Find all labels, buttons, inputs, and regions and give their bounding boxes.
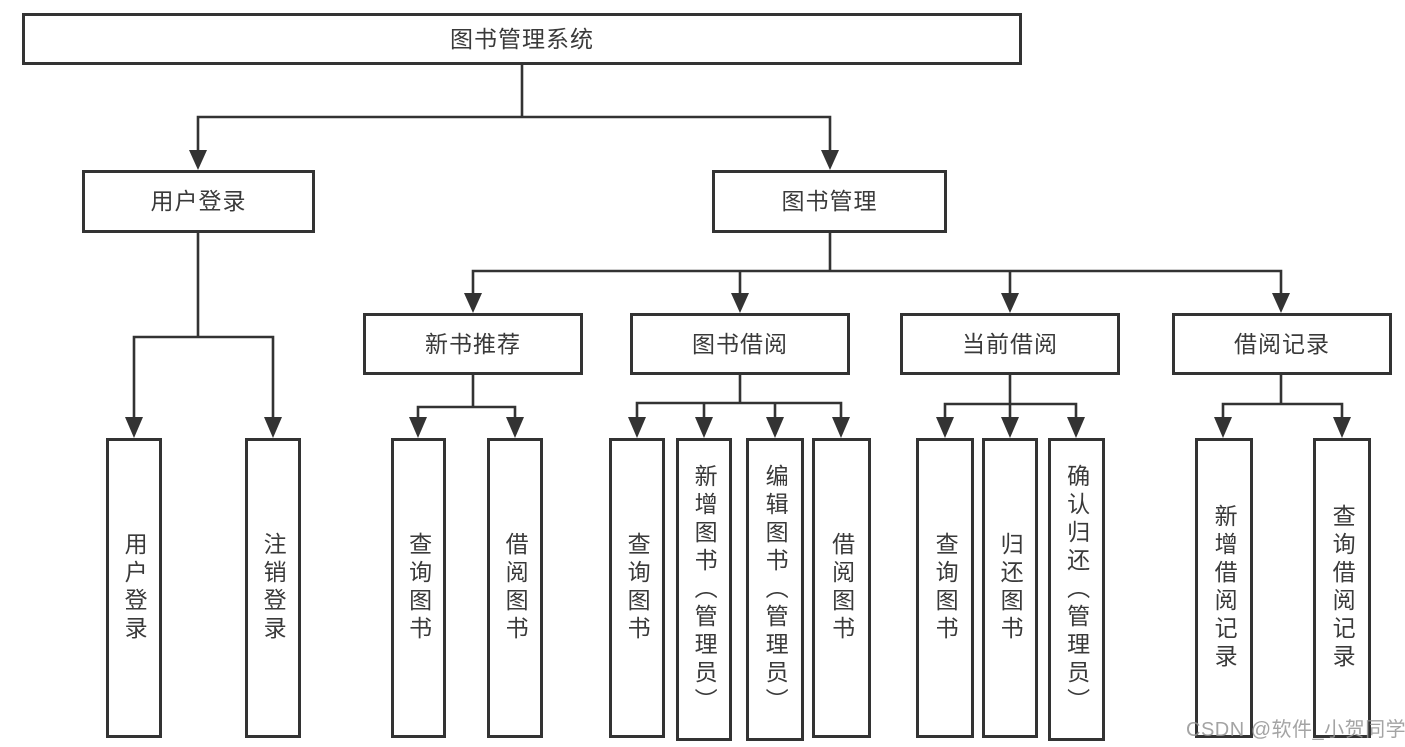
node-new-book-recommend: 新书推荐: [363, 313, 583, 375]
connector-root-rail: [196, 115, 832, 160]
node-label: 图书管理: [781, 188, 878, 214]
arrowhead: [506, 417, 524, 438]
node-label: 新增图书（管理员）: [691, 463, 718, 716]
node-label: 确认归还（管理员）: [1063, 463, 1090, 716]
node-label: 当前借阅: [962, 330, 1058, 357]
arrowhead: [1001, 293, 1019, 313]
leaf-edit-book-admin: 编辑图书（管理员）: [746, 438, 804, 741]
node-label: 编辑图书（管理员）: [762, 463, 789, 716]
leaf-query-books-3: 查询图书: [916, 438, 974, 738]
arrowhead: [628, 417, 646, 438]
arrowhead: [1333, 417, 1351, 438]
node-label: 归还图书: [997, 532, 1024, 644]
connector-userlogin-rail: [132, 335, 275, 428]
node-label: 借阅图书: [828, 532, 855, 644]
leaf-confirm-return-admin: 确认归还（管理员）: [1048, 438, 1105, 741]
node-label: 借阅图书: [502, 532, 529, 644]
arrowhead: [409, 417, 427, 438]
node-label: 注销登录: [260, 532, 287, 644]
node-label: 新增借阅记录: [1211, 504, 1238, 672]
leaf-borrow-books-2: 借阅图书: [812, 438, 871, 738]
leaf-query-borrow-record: 查询借阅记录: [1313, 438, 1371, 738]
arrowhead: [1272, 293, 1290, 313]
node-label: 用户登录: [150, 188, 247, 214]
arrowhead: [1001, 417, 1019, 438]
arrowhead: [1214, 417, 1232, 438]
connector-record-rail: [1221, 402, 1344, 428]
node-label: 图书管理系统: [450, 25, 594, 52]
connector-borrow-rail: [635, 401, 843, 428]
leaf-logout: 注销登录: [245, 438, 301, 738]
arrowhead: [695, 417, 713, 438]
connector-newbook-rail: [416, 405, 517, 428]
node-label: 查询图书: [932, 532, 959, 644]
leaf-return-books: 归还图书: [982, 438, 1038, 738]
arrowhead: [936, 417, 954, 438]
leaf-user-login: 用户登录: [106, 438, 162, 738]
arrowhead: [125, 417, 143, 438]
node-label: 查询图书: [405, 532, 432, 644]
node-root-system: 图书管理系统: [22, 13, 1022, 65]
node-label: 借阅记录: [1234, 330, 1330, 357]
node-label: 图书借阅: [692, 330, 788, 357]
leaf-query-books-2: 查询图书: [609, 438, 665, 738]
arrowhead: [189, 150, 207, 170]
node-book-borrowing: 图书借阅: [630, 313, 850, 375]
arrowhead: [1067, 417, 1085, 438]
connector-current-rail: [943, 402, 1078, 428]
leaf-query-books-1: 查询图书: [391, 438, 446, 738]
arrowhead: [731, 293, 749, 313]
node-label: 查询借阅记录: [1329, 504, 1356, 672]
node-label: 用户登录: [121, 532, 148, 644]
node-label: 查询图书: [624, 532, 651, 644]
arrowhead: [264, 417, 282, 438]
arrowhead: [766, 417, 784, 438]
arrowhead: [821, 150, 839, 170]
arrowhead: [464, 293, 482, 313]
node-current-borrowing: 当前借阅: [900, 313, 1120, 375]
node-book-management: 图书管理: [712, 170, 947, 233]
csdn-watermark: CSDN @软件_小贺同学: [1186, 719, 1405, 741]
node-user-login: 用户登录: [82, 170, 315, 233]
leaf-add-book-admin: 新增图书（管理员）: [676, 438, 732, 741]
arrowhead: [832, 417, 850, 438]
leaf-add-borrow-record: 新增借阅记录: [1195, 438, 1253, 738]
node-label: 新书推荐: [425, 330, 521, 357]
connector-bookmgmt-rail: [471, 269, 1283, 303]
leaf-borrow-books-1: 借阅图书: [487, 438, 543, 738]
node-borrowing-records: 借阅记录: [1172, 313, 1392, 375]
